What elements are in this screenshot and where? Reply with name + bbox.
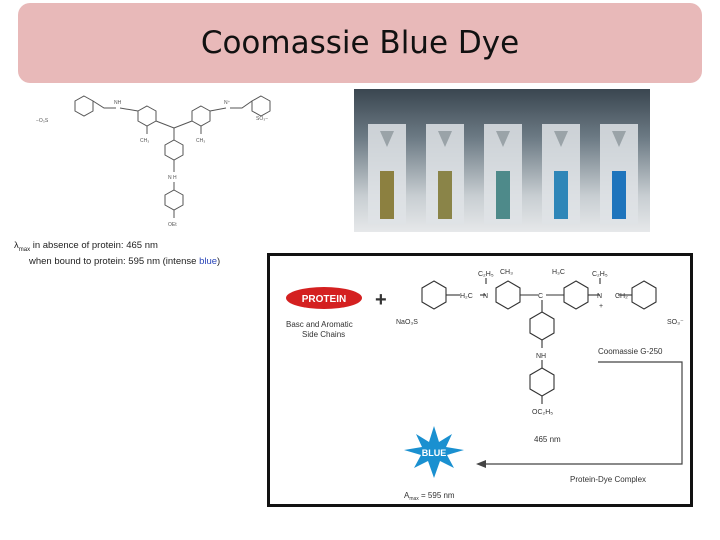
title-banner: Coomassie Blue Dye xyxy=(18,3,702,83)
c2h5-2-label: C₂H₅ xyxy=(592,271,608,278)
side-chains-line1: Basc and Aromatic xyxy=(286,320,353,329)
reaction-diagram-box: PROTEIN + Basc and Aromatic Side Chains … xyxy=(267,253,693,507)
structure-nh-right: N⁺ xyxy=(224,100,231,106)
slide-title: Coomassie Blue Dye xyxy=(200,25,520,61)
cuvette-cone xyxy=(380,131,394,147)
c-center-label: C xyxy=(538,293,543,300)
lambda-line2-suffix: ) xyxy=(217,255,221,267)
protein-label: PROTEIN xyxy=(302,294,346,305)
cuvette-liquid xyxy=(554,171,568,219)
cuvette-cone xyxy=(496,131,510,147)
cuvettes-photo xyxy=(354,89,650,232)
nh-label: NH xyxy=(536,353,546,360)
nao3s-label: NaO₃S xyxy=(396,319,418,326)
lambda-symbol: λ xyxy=(14,240,19,251)
cuvette-cone xyxy=(612,131,626,147)
structure-ch3-right: CH₃ xyxy=(196,138,205,144)
structure-bottom-group: OEt xyxy=(168,222,177,228)
structure-nh-mid: N H xyxy=(168,175,177,181)
lambda-line2-blue: blue xyxy=(199,255,218,267)
c2h5-1-label: C₂H₅ xyxy=(478,271,494,278)
cuvette-cone xyxy=(554,131,568,147)
plus-charge-label: + xyxy=(599,303,603,310)
n1-label: N xyxy=(483,293,488,300)
cuvette-liquid xyxy=(438,171,452,219)
reaction-arrow-line xyxy=(484,361,683,465)
structure-left-group: −O₃S xyxy=(36,118,49,124)
reaction-diagram: PROTEIN + Basc and Aromatic Side Chains … xyxy=(286,269,684,502)
cuvette-liquid xyxy=(612,171,626,219)
cuvette-liquid xyxy=(496,171,510,219)
cuvette-cone xyxy=(438,131,452,147)
lambda-subscript: max xyxy=(18,246,31,253)
dye-structure-diagram: −O₃S SO₃− NH N⁺ CH₃ CH₃ N H OEt xyxy=(36,95,271,228)
oc2h5-label: OC₂H₅ xyxy=(532,409,553,416)
dye-name-label: Coomassie G-250 xyxy=(598,347,663,356)
nm465-label: 465 nm xyxy=(534,435,561,444)
structure-right-group: SO₃− xyxy=(256,116,268,122)
amax-label: Amax = 595 nm xyxy=(404,491,455,502)
lambda-line2-prefix: when bound to protein: 595 nm (intense xyxy=(29,255,200,267)
side-chains-line2: Side Chains xyxy=(302,330,345,339)
reaction-arrow-head xyxy=(476,460,486,468)
protein-pill xyxy=(286,287,362,309)
structure-nh-left: NH xyxy=(114,100,122,106)
h2c-label: H₂C xyxy=(460,293,473,300)
ch3-1-label: CH₃ xyxy=(500,269,513,276)
n2-label: N xyxy=(597,293,602,300)
complex-label: Protein-Dye Complex xyxy=(570,475,646,484)
lambda-max-text: λmax in absence of protein: 465 nm when … xyxy=(14,240,220,268)
blue-label: BLUE xyxy=(422,448,447,458)
so3-label: SO₃⁻ xyxy=(667,319,684,326)
lambda-line1: in absence of protein: 465 nm xyxy=(32,240,158,251)
structure-ch3-left: CH₃ xyxy=(140,138,149,144)
h3c-label: H₃C xyxy=(552,269,565,276)
plus-sign: + xyxy=(375,289,387,311)
cuvette-liquid xyxy=(380,171,394,219)
ch2-label: CH₂ xyxy=(615,293,628,300)
blue-starburst xyxy=(404,426,464,478)
